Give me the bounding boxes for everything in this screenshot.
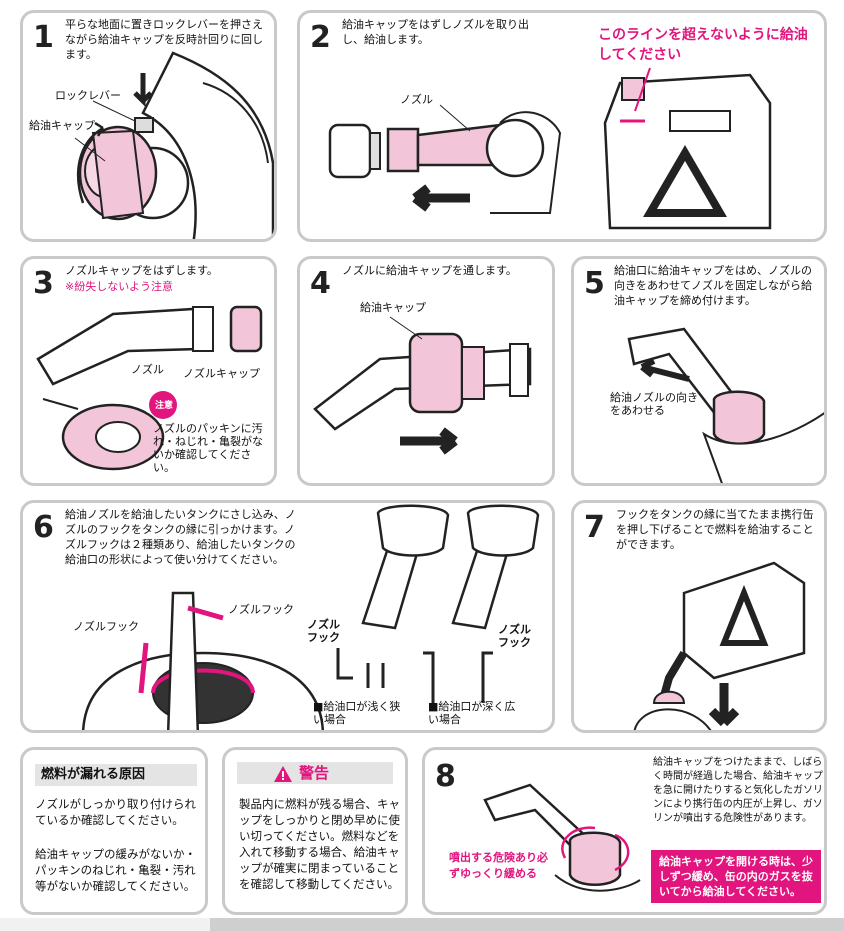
leak-causes-panel: 燃料が漏れる原因 ノズルがしっかり取り付けられているか確認してください。 給油キ… [20, 747, 208, 915]
cap-fasten-illustration [627, 327, 824, 483]
label-nozzle-cap: ノズルキャップ [183, 367, 260, 380]
step-7-panel: 7 フックをタンクの縁に当てたまま携行缶を押し下げることで燃料を給油することがで… [571, 500, 827, 733]
cap-through-nozzle-illustration [313, 316, 532, 455]
step-text: ノズルキャップをはずします。 [65, 264, 218, 277]
step-number: 1 [33, 20, 54, 55]
fill-line-warning: このラインを超えないように給油してください [598, 27, 808, 63]
step-number: 2 [310, 20, 331, 55]
step-number: 7 [584, 510, 605, 545]
step-text: フックをタンクの縁に当てたまま携行缶を押し下げることで燃料を給油することができま… [616, 508, 814, 551]
step-note: ※紛失しないよう注意 [65, 280, 173, 293]
label-fuel-cap: 給油キャップ [29, 119, 95, 132]
warning-triangle-icon [274, 766, 292, 782]
step-number: 4 [310, 266, 331, 301]
step-6-panel: 6 給油ノズルを給油したいタンクにさし込み、ノズルのフックをタンクの縁に引っかけ… [20, 500, 555, 733]
label-nozzle-hook-c: ノズルフック [307, 618, 340, 644]
nozzle-cap-illustration [36, 305, 263, 471]
step-4-panel: 4 ノズルに給油キャップを通します。 給油キャップ [297, 256, 555, 486]
fuel-cap-illustration [74, 51, 274, 239]
caution-badge: 注意 [154, 401, 173, 411]
step-3-panel: 3 ノズルキャップをはずします。 ※紛失しないよう注意 ノズル ノズルキャップ … [20, 256, 277, 486]
label-nozzle-hook-a: ノズルフック [73, 620, 139, 633]
open-cap-warning-box: 給油キャップを開ける時は、少しずつ緩め、缶の内のガスを抜いてから給油してください… [651, 850, 821, 903]
step-1-panel: 1 平らな地面に置きロックレバーを押さえながら給油キャップを反時計回りに回します… [20, 10, 277, 242]
nozzle-removal-illustration [328, 67, 772, 230]
step-number: 3 [33, 266, 54, 301]
step-text: 給油キャップをつけたままで、しばらく時間が経過した場合、給油キャップを急に開けた… [653, 757, 823, 824]
pour-illustration [633, 561, 806, 730]
label-lock-lever: ロックレバー [55, 89, 121, 102]
warning-panel: 警告 製品内に燃料が残る場合、キャップをしっかりと閉め早めに使い切ってください。… [222, 747, 408, 915]
warning-title: 警告 [299, 764, 330, 782]
warning-text: 製品内に燃料が残る場合、キャップをしっかりと閉め早めに使い切ってください。燃料な… [239, 797, 400, 891]
label-align-nozzle: 給油ノズルの向きをあわせる [610, 391, 698, 417]
label-nozzle-hook-b: ノズルフック [228, 603, 294, 616]
step-number: 6 [33, 510, 54, 545]
step-2-panel: 2 給油キャップをはずしノズルを取り出し、給油します。 このラインを超えないよう… [297, 10, 827, 242]
step-text: ノズルに給油キャップを通します。 [342, 264, 517, 277]
step-text: 給油キャップをはずしノズルを取り出し、給油します。 [342, 18, 529, 46]
leak-paragraph-1: ノズルがしっかり取り付けられているか確認してください。 [35, 797, 196, 827]
step-text: 平らな地面に置きロックレバーを押さえながら給油キャップを反時計回りに回します。 [65, 18, 263, 61]
footer-strip-dark [210, 918, 844, 931]
step-5-panel: 5 給油口に給油キャップをはめ、ノズルの向きをあわせてノズルを固定しながら給油キ… [571, 256, 827, 486]
leak-title: 燃料が漏れる原因 [35, 764, 197, 786]
step-number: 8 [435, 759, 456, 794]
step-text: 給油口に給油キャップをはめ、ノズルの向きをあわせてノズルを固定しながら給油キャッ… [614, 264, 812, 307]
danger-label: 噴出する危険あり必ずゆっくり緩める [449, 851, 548, 880]
label-nozzle: ノズル [131, 363, 164, 376]
step-number: 5 [584, 266, 605, 301]
step-text: 給油ノズルを給油したいタンクにさし込み、ノズルのフックをタンクの縁に引っかけます… [65, 508, 296, 566]
step-8-panel: 8 給油キャップをつけたままで、しばらく時間が経過した場合、給油キャップを急に開… [422, 747, 827, 915]
label-fuel-cap: 給油キャップ [360, 301, 426, 314]
slow-open-illustration [483, 783, 641, 892]
label-nozzle-hook-d: ノズルフック [498, 623, 531, 649]
label-nozzle: ノズル [400, 93, 433, 106]
case-shallow-narrow: ■給油口が浅く狭い場合 [313, 700, 401, 726]
caution-text: ノズルのパッキンに汚れ・ねじれ・亀裂がないか確認してください。 [153, 422, 263, 474]
leak-paragraph-2: 給油キャップの緩みがないか・パッキンのねじれ・亀裂・汚れ等がないか確認してくださ… [35, 847, 196, 893]
case-deep-wide: ■給油口が深く広い場合 [428, 700, 516, 726]
nozzle-hook-illustration [82, 504, 540, 730]
